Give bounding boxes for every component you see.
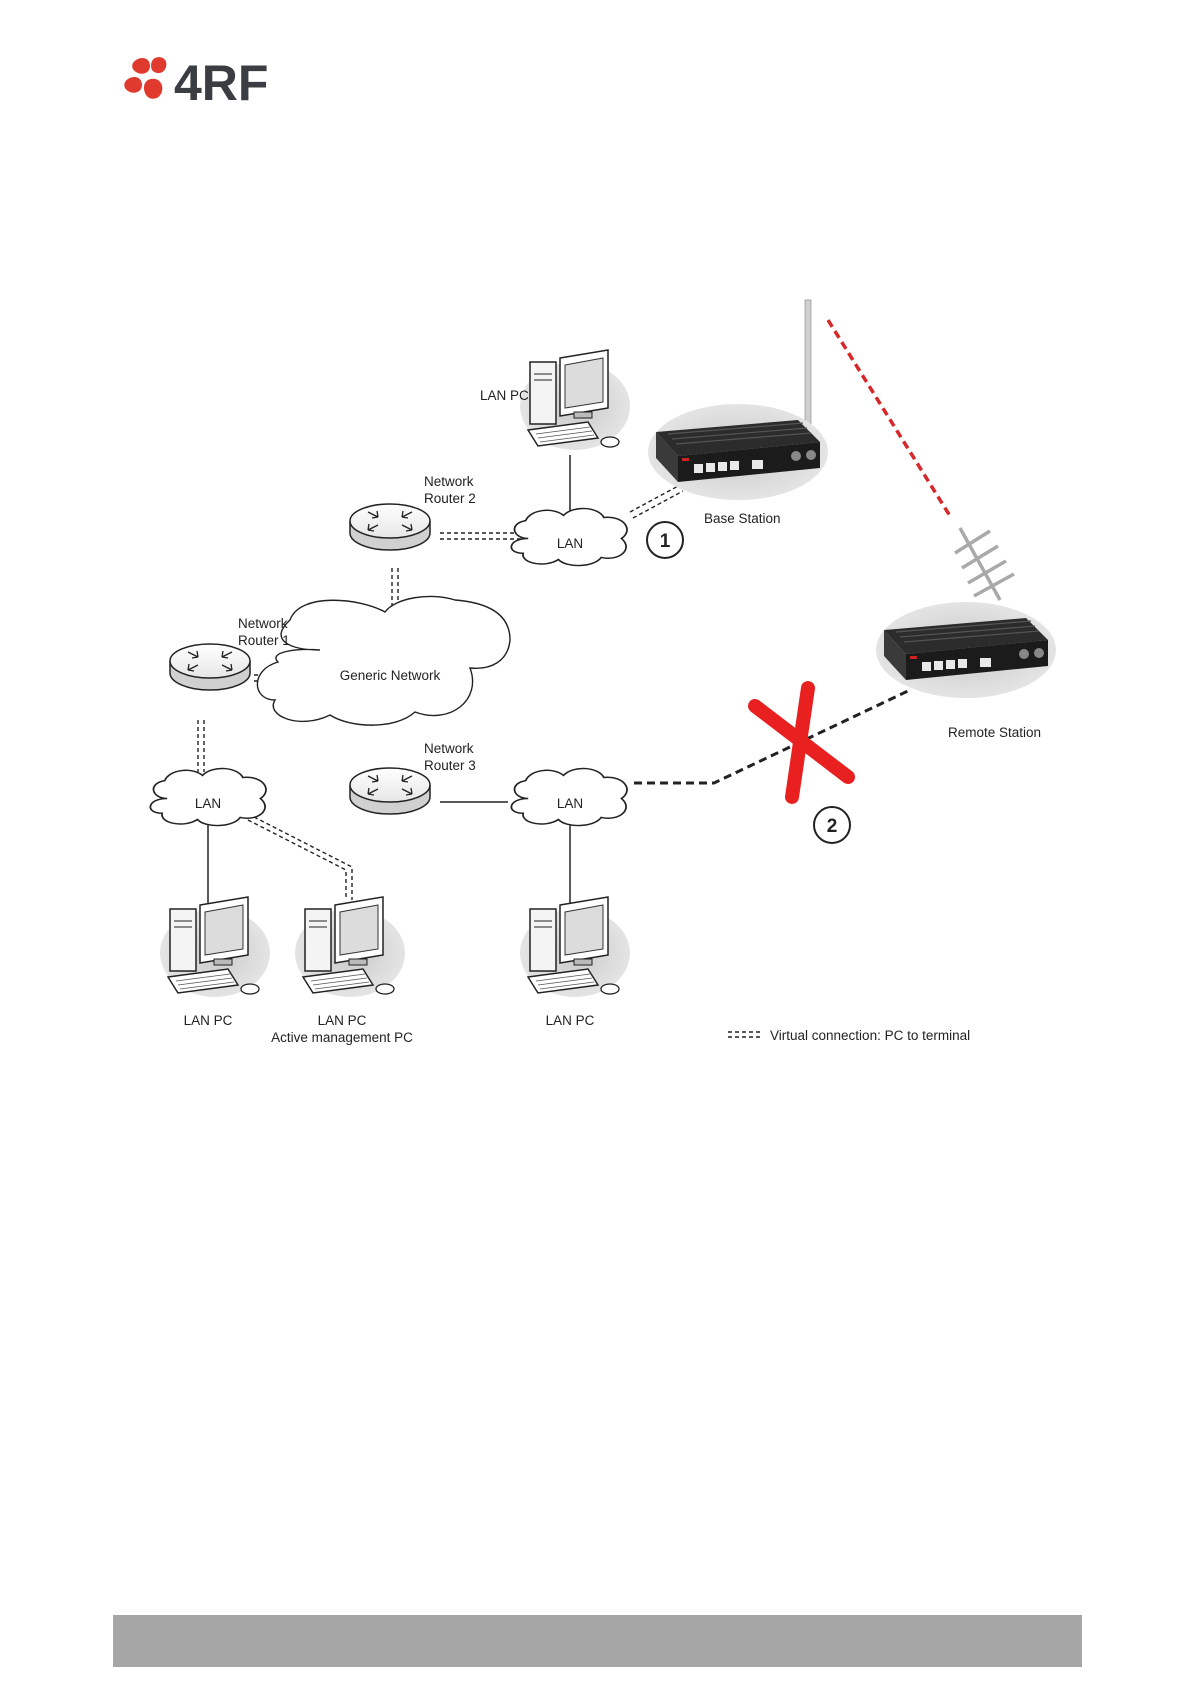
router2-icon	[350, 504, 430, 550]
pc-bottom-right-icon	[520, 897, 630, 997]
radio-link	[828, 320, 950, 516]
label-router3-line1: Network	[424, 741, 474, 756]
legend-swatch	[728, 1032, 762, 1037]
label-generic-network: Generic Network	[340, 668, 441, 683]
label-active-mgmt-pc: Active management PC	[271, 1030, 413, 1045]
legend: Virtual connection: PC to terminal	[728, 1028, 970, 1043]
label-remote-station: Remote Station	[948, 725, 1041, 740]
label-router3-line2: Router 3	[424, 758, 476, 773]
vlink-lan-mgmtpc-b	[254, 817, 352, 900]
label-lan-top: LAN	[557, 536, 583, 551]
router1-icon	[170, 644, 250, 690]
pc-bottom-left-icon	[160, 897, 270, 997]
label-router2-line2: Router 2	[424, 491, 476, 506]
svg-text:2: 2	[827, 816, 838, 837]
yagi-antenna-icon	[955, 528, 1014, 600]
base-antenna-icon	[805, 300, 811, 424]
footer-bar	[113, 1615, 1082, 1667]
svg-text:1: 1	[660, 531, 671, 552]
cloud-generic-network	[257, 596, 510, 725]
vlink-lan-remote	[634, 690, 910, 783]
label-lan-pc-bottom-mid: LAN PC	[318, 1013, 367, 1028]
marker-1: 1	[647, 522, 683, 558]
remote-station-radio-icon	[876, 602, 1056, 698]
label-router1-line1: Network	[238, 616, 288, 631]
label-lan-left: LAN	[195, 796, 221, 811]
link-failure-cross-icon	[755, 688, 848, 797]
logo-wordmark: 4RF	[174, 55, 268, 111]
label-lan-pc-bottom-left: LAN PC	[184, 1013, 233, 1028]
marker-2: 2	[814, 807, 850, 843]
label-base-station: Base Station	[704, 511, 781, 526]
label-lan-pc-top: LAN PC	[480, 388, 529, 403]
brand-logo: 4RF	[124, 55, 268, 111]
pc-top-icon	[520, 350, 630, 450]
legend-label: Virtual connection: PC to terminal	[770, 1028, 970, 1043]
vlink-lan-base-a	[630, 485, 680, 512]
label-lan-pc-bottom-right: LAN PC	[546, 1013, 595, 1028]
pc-mgmt-icon	[295, 897, 405, 997]
base-station-radio-icon	[648, 404, 828, 500]
vlink-lan-base-b	[633, 491, 683, 518]
label-router2-line1: Network	[424, 474, 474, 489]
vlink-lan-mgmtpc-a	[248, 820, 346, 900]
label-router1-line2: Router 1	[238, 633, 290, 648]
logo-mark-icon	[124, 57, 166, 99]
label-lan-mid: LAN	[557, 796, 583, 811]
router3-icon	[350, 768, 430, 814]
